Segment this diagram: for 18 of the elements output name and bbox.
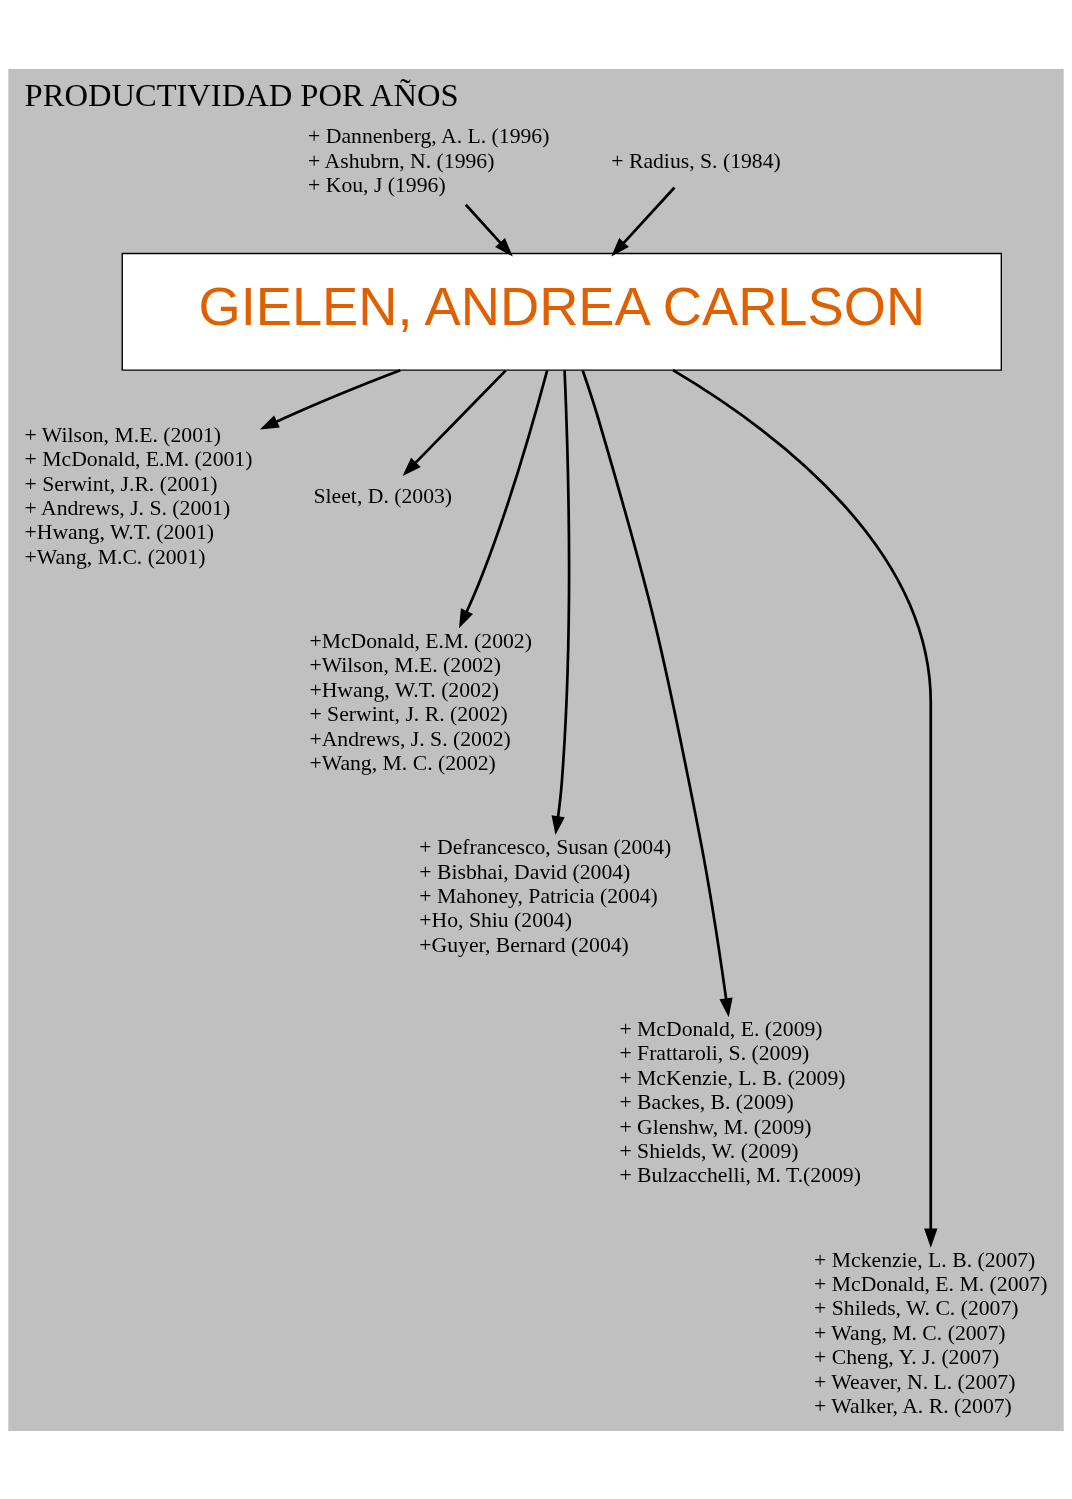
diagram-title: PRODUCTIVIDAD POR AÑOS [24, 76, 459, 113]
arrow [551, 369, 571, 835]
node-text: + McDonald, E. (2009) + Frattaroli, S. (2009) + McKenzie, L. B. (2009) + Backes, B. (2009) + Glenshw, M. (2009) + Shields, W. (2009) + Bulzacchelli, M. T.(2009) [619, 1016, 861, 1187]
arrow [259, 368, 401, 430]
arrow [402, 369, 507, 476]
arrow [464, 203, 513, 256]
node-text: + Mckenzie, L. B. (2007) + McDonald, E. M. (2007) + Shileds, W. C. (2007) + Wang, M. C. (2007) + Cheng, Y. J. (2007) + Weaver, N. L. (2007) + Walker, A. R. (2007) [814, 1247, 1048, 1418]
node-text: Sleet, D. (2003) [313, 483, 453, 508]
node-text: +McDonald, E.M. (2002) +Wilson, M.E. (2002) +Hwang, W.T. (2002) + Serwint, J. R. (2002) +Andrews, J. S. (2002) +Wang, M. C. (2002) [309, 628, 532, 775]
arrow [611, 186, 676, 256]
arrow [672, 368, 938, 1248]
node-box: GIELEN, ANDREA CARLSON [121, 252, 1002, 371]
node-text: + Wilson, M.E. (2001) + McDonald, E.M. (2001) + Serwint, J.R. (2001) + Andrews, J. S. (2001) +Hwang, W.T. (2001) +Wang, M.C. (2001) [24, 422, 253, 569]
arrow [581, 369, 733, 1017]
node-text: + Defrancesco, Susan (2004) + Bisbhai, David (2004) + Mahoney, Patricia (2004) +Ho, Shiu (2004) +Guyer, Bernard (2004) [419, 834, 672, 957]
node-text: + Radius, S. (1984) [611, 148, 781, 173]
node-text: + Dannenberg, A. L. (1996) + Ashubrn, N. (1996) + Kou, J (1996) [308, 123, 550, 197]
arrow [459, 369, 549, 628]
